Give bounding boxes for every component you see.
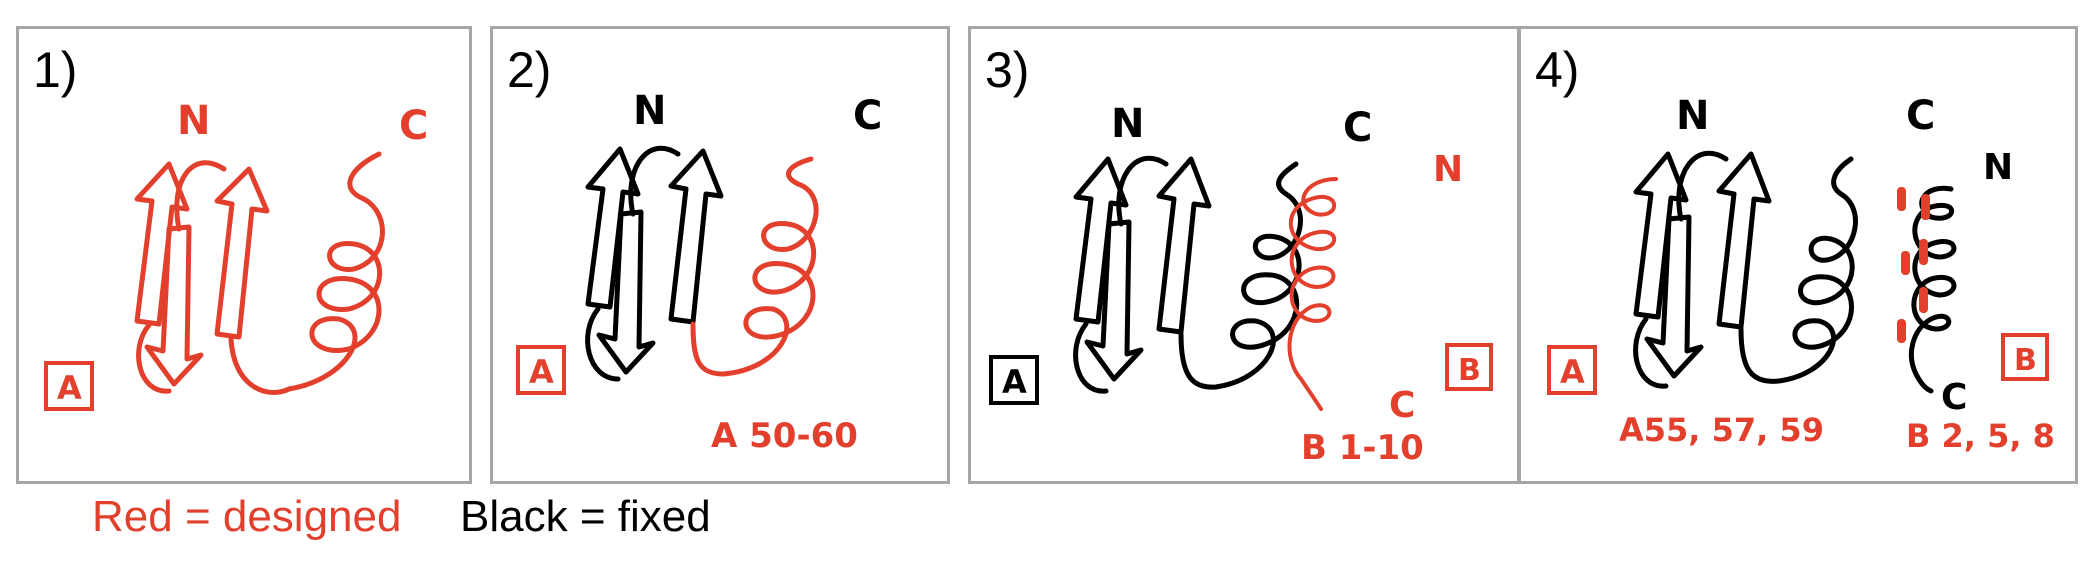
interface-residues-chain-a [1897,187,1910,343]
chain-a-box-label: A [57,369,82,407]
beta-strand-1 [585,146,641,310]
loop-b [1676,150,1729,222]
chain-a-c-terminus-label: C [853,93,882,139]
interface-residues-chain-b [1919,194,1930,313]
designed-range-label: A 50-60 [711,416,858,456]
alpha-helix [1178,161,1303,390]
beta-strand-1 [1633,151,1689,320]
chain-a-n-terminus-label: N [1111,101,1144,147]
alpha-helix [1738,156,1858,384]
panel-1: 1) N C A [16,26,472,484]
beta-strand-2 [1084,219,1144,382]
beta-strand-2 [1644,214,1704,379]
chain-a-n-terminus-label: N [633,88,666,134]
chain-a-box [44,361,94,411]
legend-designed: Red = designed [92,492,402,541]
chain-b-box [2001,333,2049,381]
diagram-chain-a-designed: N C A [44,98,428,411]
chain-b-box-label: B [1458,353,1481,388]
designed-residues-chain-b-label: B 2, 5, 8 [1906,417,2055,455]
chain-b-c-terminus-label: C [1941,377,1967,418]
panel-number: 2) [507,42,552,98]
alpha-helix [286,151,385,392]
panel-number: 4) [1535,42,1580,98]
beta-strand-1 [1073,156,1129,325]
chain-b-c-terminus-label: C [1389,385,1415,426]
chain-b-n-terminus-label: N [1983,147,2013,188]
beta-strand-3 [668,148,724,325]
panel-number: 1) [33,42,78,98]
diagram-chain-b-designed: N C N C B 1-10 A B [989,101,1493,468]
chain-a-c-terminus-label: C [1343,105,1372,151]
chain-b-n-terminus-label: N [1433,149,1463,190]
loop-a [1073,321,1109,394]
panel-2: 2) N C A 50-60 A [490,26,950,484]
chain-a-c-terminus-label: C [399,103,428,149]
designed-alpha-helix [690,156,819,377]
chain-b-box [1445,343,1493,391]
beta-strand-3 [1716,151,1772,330]
loop-a [136,322,172,394]
chain-a-n-terminus-label: N [177,98,210,144]
chain-a-box [516,345,566,395]
diagram-chain-a-helix-designed: N C A 50-60 A [516,88,882,456]
beta-strand-3 [1156,156,1212,335]
beta-strand-3 [214,166,270,340]
chain-a-n-terminus-label: N [1676,93,1709,139]
chain-a-box [1547,345,1597,395]
chain-a-c-terminus-label: C [1906,93,1935,139]
chain-a-box-label: A [1002,363,1027,401]
beta-strand-2 [596,209,656,375]
chain-a-box-label: A [529,353,554,391]
loop-a [1633,316,1669,389]
designed-residues-chain-a-label: A55, 57, 59 [1619,411,1824,449]
panel-number: 3) [985,42,1030,98]
loop-a [585,306,621,382]
panel-4: 4) N C N C A55, 57, 59 B 2, 5, 8 [1518,26,2078,484]
legend-fixed: Black = fixed [460,492,711,541]
chain-b-helix [1908,185,1957,394]
loop-b [628,145,681,217]
chain-a-box [989,355,1039,405]
panel-3: 3) N C N C B 1-10 A B [968,26,1520,484]
designed-chain-b-helix [1287,177,1338,411]
chain-b-box-label: B [2014,343,2037,378]
loop-b [1116,155,1169,227]
beta-strand-2 [144,224,204,387]
loop-c [228,336,292,395]
chain-a-box-label: A [1560,353,1585,391]
designed-range-label: B 1-10 [1301,428,1424,468]
loop-b [174,160,227,232]
diagram-interface-designed: N C N C A55, 57, 59 B 2, 5, 8 A B [1547,93,2055,455]
